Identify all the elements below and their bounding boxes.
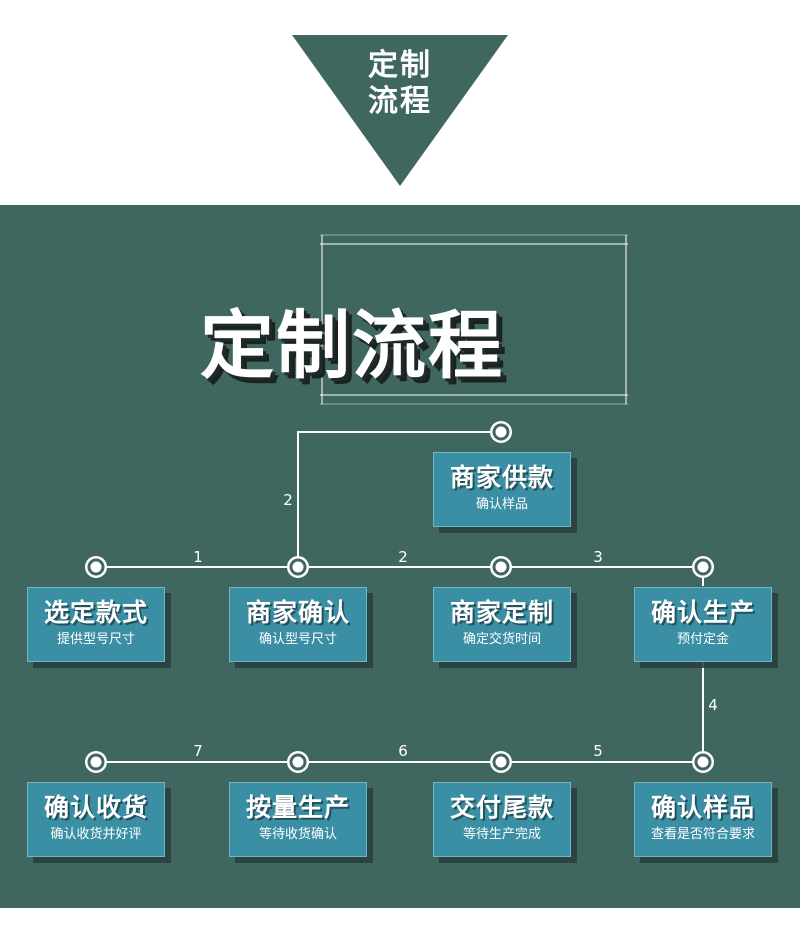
step-subtitle: 确定交货时间 [462, 632, 541, 647]
step-card-sample-supply: 商家供款 确认样品 [433, 452, 571, 527]
connector-label-6: 6 [398, 742, 408, 760]
step-subtitle: 提供型号尺寸 [56, 632, 135, 647]
connector-lines [96, 431, 704, 763]
node-6 [287, 751, 309, 773]
step-title: 确认生产 [650, 598, 755, 627]
node-5 [85, 751, 107, 773]
step-card-confirm-receipt: 确认收货 确认收货并好评 [27, 782, 165, 857]
header-title: 定制 流程 [340, 48, 460, 120]
step-title: 确认样品 [650, 793, 755, 822]
footer-strip [0, 908, 800, 926]
node-3 [490, 556, 512, 578]
step-subtitle: 确认样品 [475, 497, 528, 512]
node-7 [490, 751, 512, 773]
step-card-merchant-confirm: 商家确认 确认型号尺寸 [229, 587, 367, 662]
step-card-confirm-sample: 确认样品 查看是否符合要求 [634, 782, 772, 857]
step-subtitle: 预付定金 [676, 632, 729, 647]
step-card-merchant-customize: 商家定制 确定交货时间 [433, 587, 571, 662]
connector-label-7: 7 [193, 742, 203, 760]
connector-label-3: 3 [593, 548, 603, 566]
step-subtitle: 查看是否符合要求 [650, 827, 755, 842]
step-card-confirm-production: 确认生产 预付定金 [634, 587, 772, 662]
main-title: 定制流程 [200, 303, 504, 389]
step-title: 确认收货 [43, 793, 148, 822]
connector-label-1: 2 [283, 491, 293, 509]
node-8 [692, 751, 714, 773]
header-title-line2: 流程 [368, 84, 432, 119]
node-1 [85, 556, 107, 578]
step-card-mass-production: 按量生产 等待收货确认 [229, 782, 367, 857]
step-title: 商家供款 [449, 463, 554, 492]
step-subtitle: 等待收货确认 [258, 827, 337, 842]
connector-label-2: 2 [398, 548, 408, 566]
step-card-select-style: 选定款式 提供型号尺寸 [27, 587, 165, 662]
step-card-final-payment: 交付尾款 等待生产完成 [433, 782, 571, 857]
step-title: 商家定制 [449, 598, 554, 627]
step-subtitle: 确认收货并好评 [50, 827, 142, 842]
line-to-sample [297, 431, 501, 567]
node-0 [490, 421, 512, 443]
step-title: 选定款式 [43, 598, 148, 627]
header-title-line1: 定制 [368, 48, 432, 83]
node-2 [287, 556, 309, 578]
step-title: 按量生产 [245, 793, 350, 822]
step-title: 商家确认 [245, 598, 350, 627]
step-subtitle: 确认型号尺寸 [258, 632, 337, 647]
connector-label-0: 1 [193, 548, 203, 566]
step-subtitle: 等待生产完成 [462, 827, 541, 842]
header-section: 定制 流程 [0, 0, 800, 205]
connector-label-5: 5 [593, 742, 603, 760]
step-title: 交付尾款 [449, 793, 554, 822]
connector-label-4: 4 [708, 696, 718, 714]
header-triangle [292, 35, 508, 186]
node-4 [692, 556, 714, 578]
